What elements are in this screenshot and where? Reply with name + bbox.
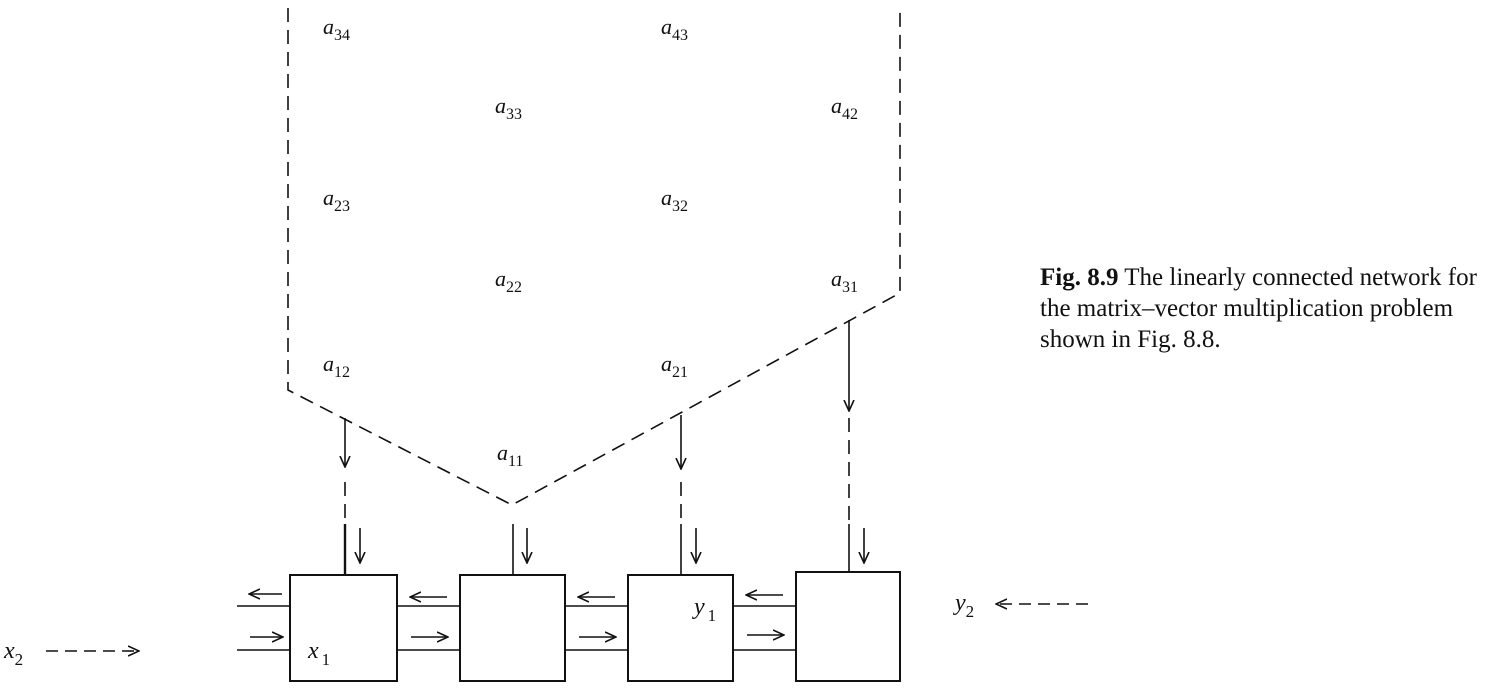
processing-cell-2 [459,574,566,682]
matrix-envelope-outline [287,8,901,506]
figure-caption-text: The linearly connected network for the m… [1040,264,1477,353]
matrix-element-a21: a21 [661,351,688,381]
column-4-input [849,320,864,572]
processing-cell-1 [289,574,398,682]
cell-links [237,605,796,651]
matrix-elements: a34 a43 a33 a42 a23 a32 a22 a31 a12 a21 … [323,14,858,470]
column-1-input [345,418,360,575]
processing-cell-4 [795,571,901,682]
matrix-element-a34: a34 [323,14,350,44]
matrix-element-a12: a12 [323,351,350,381]
matrix-element-a22: a22 [495,266,522,296]
figure-caption: Fig. 8.9 The linearly connected network … [1040,262,1480,355]
matrix-element-a42: a42 [831,93,858,123]
matrix-element-a23: a23 [323,185,350,215]
processing-cell-3 [627,574,734,682]
figure-number: Fig. 8.9 [1040,264,1119,291]
link-direction-arrows [250,594,783,637]
matrix-element-a43: a43 [661,14,688,44]
x2-label: x2 [3,638,23,669]
column-2-input [512,524,527,575]
column-3-input [681,415,696,575]
x2-input: x2 [3,638,138,669]
y2-label: y2 [953,590,974,621]
matrix-element-a31: a31 [831,266,858,296]
matrix-element-a32: a32 [661,185,688,215]
matrix-element-a33: a33 [495,93,522,123]
matrix-element-a11: a11 [497,440,523,470]
y2-input: y2 [953,590,1088,621]
